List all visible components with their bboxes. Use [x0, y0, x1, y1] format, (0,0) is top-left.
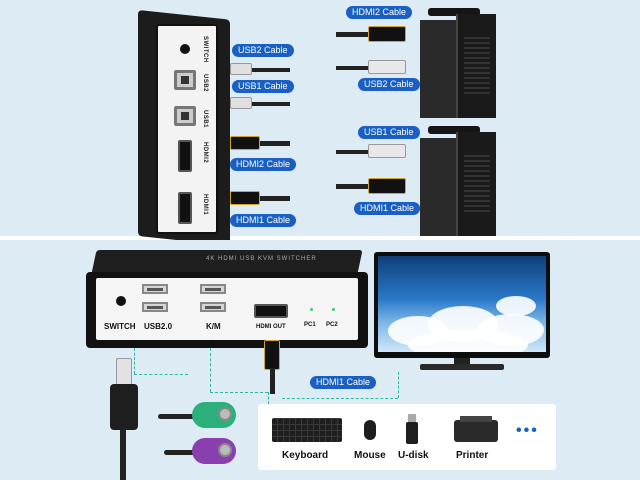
usb-port-1 [142, 284, 168, 294]
hdmi2-plug-left [230, 136, 260, 150]
kvm-front-panel: SWITCH USB2.0 K/M HDMI OUT PC1 PC2 [96, 278, 358, 340]
switch-button[interactable] [116, 296, 126, 306]
km-port-1 [200, 284, 226, 294]
udisk-icon [406, 422, 418, 444]
hdmi-out-plug [264, 340, 280, 370]
usb2-port [174, 70, 196, 90]
device-label-printer: Printer [456, 450, 489, 461]
usb1-plug-right [368, 144, 406, 158]
hdmi-dash-line-v [398, 372, 399, 398]
usb-dash-line-v [134, 348, 135, 374]
usb-a-cable [120, 428, 126, 480]
device-label-mouse: Mouse [354, 450, 386, 461]
monitor [374, 252, 550, 370]
device-label-udisk: U-disk [398, 450, 429, 461]
front-label-pc2: PC2 [326, 322, 338, 328]
tag-hdmi2-cable-left: HDMI2 Cable [230, 158, 297, 171]
pc2-led [332, 308, 335, 311]
hdmi-out-port [254, 304, 288, 318]
tag-hdmi1-cable-right: HDMI1 Cable [354, 202, 421, 215]
ps2-green-plug [192, 402, 236, 428]
hdmi-dash-line-h [282, 398, 398, 399]
monitor-screen [378, 256, 546, 352]
rear-switch-port [180, 44, 190, 54]
usb2-plug-left [230, 63, 252, 75]
rear-label-switch: SWITCH [202, 36, 208, 63]
tag-usb2-cable-left: USB2 Cable [232, 44, 294, 57]
more-devices-icon: ••• [516, 422, 539, 439]
top-illustration-panel [0, 0, 640, 236]
hdmi2-cable-right [336, 32, 372, 37]
mouse-icon [364, 420, 376, 440]
hdmi2-cable-left [248, 141, 290, 146]
km-dash-line-h [210, 392, 268, 393]
usb1-port [174, 106, 196, 126]
front-label-km: K/M [206, 322, 221, 331]
usb1-cable-right [336, 150, 372, 154]
usb-dash-line-h1 [134, 374, 188, 375]
front-label-hdmi-out: HDMI OUT [256, 324, 286, 330]
km-dash-line-v [210, 348, 211, 392]
pc-tower-2 [420, 8, 496, 118]
hdmi1-plug-left [230, 191, 260, 205]
hdmi1-cable-right [336, 184, 372, 189]
tag-usb1-cable-right: USB1 Cable [358, 126, 420, 139]
pc1-led [310, 308, 313, 311]
tag-usb1-cable-left: USB1 Cable [232, 80, 294, 93]
usb1-plug-left [230, 97, 252, 109]
kvm-rear-panel: SWITCH USB2 USB1 HDMI2 HDMI1 [156, 24, 218, 234]
usb1-cable-left [240, 102, 290, 106]
device-label-keyboard: Keyboard [282, 450, 329, 461]
kvm-front-top [91, 250, 363, 274]
udisk-cap [408, 414, 416, 422]
keyboard-icon [272, 418, 342, 442]
usb-port-2 [142, 302, 168, 312]
usb2-cable-left [240, 68, 290, 72]
tag-hdmi2-cable-right: HDMI2 Cable [346, 6, 413, 19]
front-label-switch: SWITCH [104, 322, 136, 331]
rear-label-hdmi1: HDMI1 [202, 194, 208, 216]
hdmi1-cable-left [248, 196, 290, 201]
tag-usb2-cable-right: USB2 Cable [358, 78, 420, 91]
km-port-2 [200, 302, 226, 312]
devices-panel: Keyboard Mouse U-disk Printer ••• [258, 404, 556, 470]
hdmi1-plug-right [368, 178, 406, 194]
ps2-purple-plug [192, 438, 236, 464]
printer-icon [454, 420, 498, 442]
front-label-usb: USB2.0 [144, 322, 173, 331]
tag-hdmi1-cable-left: HDMI1 Cable [230, 214, 297, 227]
usb2-cable-right [336, 66, 372, 70]
hdmi-out-cable [270, 368, 275, 394]
rear-label-usb1: USB1 [202, 110, 208, 129]
usb2-plug-right [368, 60, 406, 74]
pc-tower-1 [420, 126, 496, 236]
hdmi2-port [178, 140, 192, 172]
hdmi2-plug-right [368, 26, 406, 42]
hdmi1-port [178, 192, 192, 224]
kvm-switch-rear: SWITCH USB2 USB1 HDMI2 HDMI1 [138, 10, 230, 246]
kvm-switch-front: 4K HDMI USB KVM SWITCHER SWITCH USB2.0 K… [86, 250, 368, 350]
front-label-pc1: PC1 [304, 322, 316, 328]
rear-label-usb2: USB2 [202, 74, 208, 93]
tag-hdmi1-cable-bottom: HDMI1 Cable [310, 376, 377, 389]
usb-a-plug-body [110, 384, 138, 430]
kvm-top-print: 4K HDMI USB KVM SWITCHER [206, 256, 317, 262]
rear-label-hdmi2: HDMI2 [202, 142, 208, 164]
